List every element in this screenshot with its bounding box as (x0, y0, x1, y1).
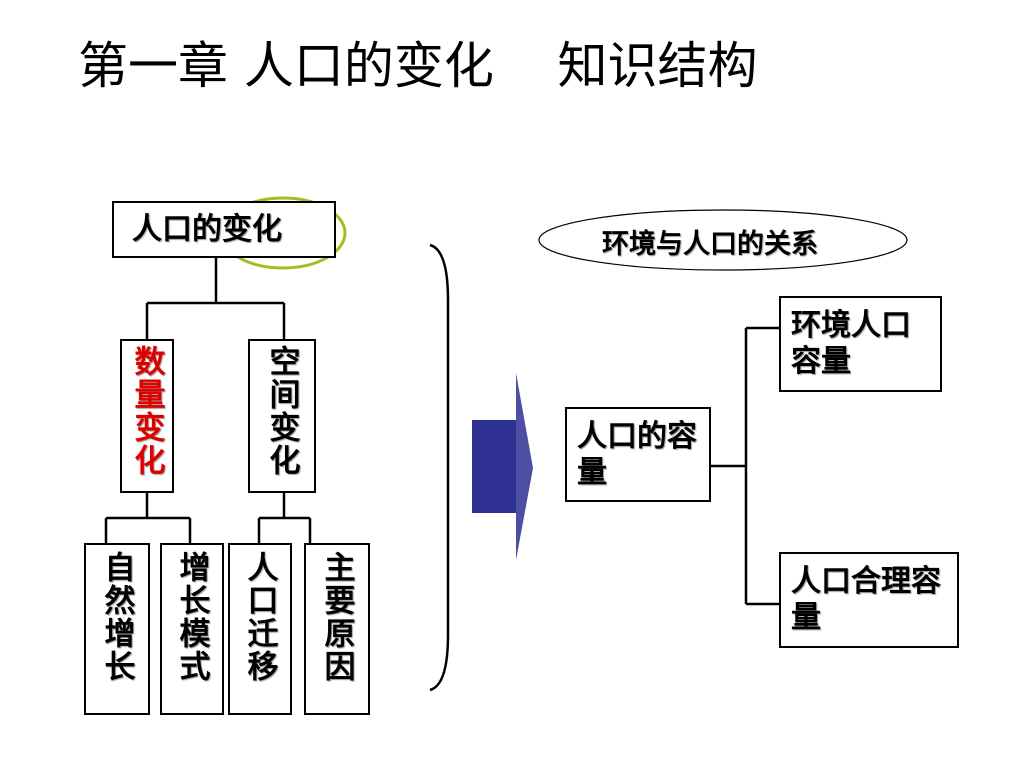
node-label: 人口合理容量 (791, 564, 941, 635)
bracket-shape (429, 243, 450, 692)
node-migration: 人口迁移 (228, 543, 292, 715)
node-population-capacity: 人口的容量 (565, 407, 711, 502)
page-title: 第一章 人口的变化 知识结构 (78, 37, 758, 95)
node-label: 人口迁移 (241, 551, 278, 683)
node-reasonable-capacity: 人口合理容量 (779, 552, 959, 648)
node-main-causes: 主要原因 (304, 543, 370, 715)
node-label: 人口的容量 (577, 419, 697, 490)
node-environmental-capacity: 环境人口容量 (779, 296, 942, 392)
node-label: 主要原因 (318, 551, 355, 683)
node-growth-pattern: 增长模式 (160, 543, 224, 715)
node-spatial-change: 空间变化 (248, 339, 316, 493)
node-quantity-change: 数量变化 (120, 339, 174, 493)
node-label: 增长模式 (173, 551, 210, 683)
node-natural-growth: 自然增长 (84, 543, 150, 715)
node-label: 空间变化 (263, 345, 300, 477)
node-population-change: 人口的变化 (112, 201, 336, 258)
relation-header: 环境与人口的关系 (602, 229, 818, 260)
node-label: 自然增长 (98, 551, 135, 683)
node-label: 数量变化 (128, 345, 165, 477)
arrow-shape (472, 373, 533, 560)
node-label: 环境人口容量 (791, 308, 911, 379)
relation-ellipse (538, 209, 908, 271)
node-label: 人口的变化 (132, 212, 282, 247)
